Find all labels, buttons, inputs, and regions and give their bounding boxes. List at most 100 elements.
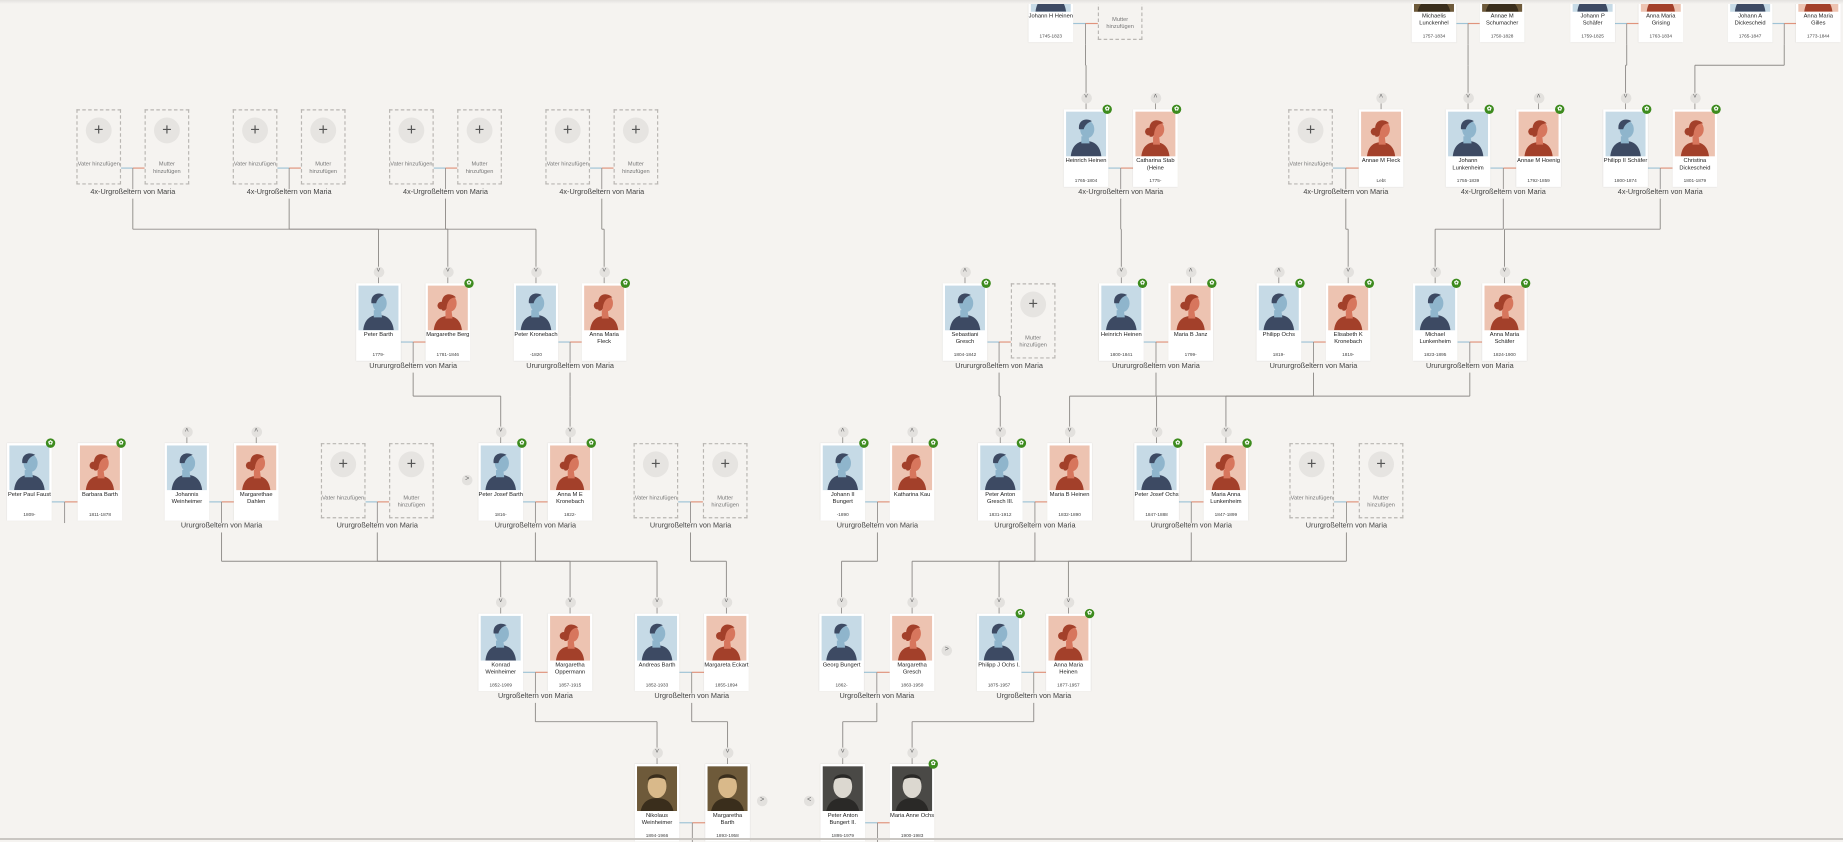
person-name[interactable]: Johann II Bungert — [830, 492, 855, 505]
female-silhouette-icon[interactable] — [584, 285, 625, 331]
add-mother-button[interactable]: +Mutter hinzufügen — [457, 109, 502, 185]
expand-up-chevron-icon[interactable]: ˄ — [959, 266, 971, 278]
female-silhouette-icon[interactable] — [236, 445, 277, 491]
collapse-chevron-down-icon[interactable]: ˅ — [651, 597, 663, 608]
person-name[interactable]: Peter Barth — [363, 332, 394, 339]
person-name[interactable]: Philipp II Schäfer — [1603, 158, 1648, 165]
expand-up-chevron-icon[interactable]: ˄ — [837, 426, 849, 438]
add-mother-button[interactable]: +Mutter hinzufügen — [702, 443, 748, 519]
person-name[interactable]: Anna M E Kronebach — [556, 492, 584, 505]
person-name[interactable]: Margaretha Gresch — [897, 662, 927, 676]
plus-icon[interactable]: + — [330, 451, 357, 478]
person-name[interactable]: Peter Kronebach — [514, 332, 558, 339]
female-silhouette-icon[interactable] — [1170, 285, 1211, 331]
collapse-chevron-down-icon[interactable]: ˅ — [1429, 266, 1441, 278]
plus-icon[interactable]: + — [642, 451, 669, 478]
hint-leaf-icon[interactable]: ✿ — [620, 278, 631, 288]
person-name[interactable]: Heinrich Heinen — [1100, 332, 1142, 339]
male-silhouette-icon[interactable] — [1101, 285, 1142, 331]
female-silhouette-icon[interactable] — [706, 615, 747, 661]
hint-leaf-icon[interactable]: ✿ — [1084, 608, 1095, 619]
female-silhouette-icon[interactable] — [1484, 285, 1525, 331]
hint-leaf-icon[interactable]: ✿ — [928, 438, 938, 448]
collapse-chevron-down-icon[interactable]: ˅ — [495, 597, 507, 608]
female-silhouette-icon[interactable] — [1674, 111, 1715, 157]
male-silhouette-icon[interactable] — [480, 615, 521, 661]
collapse-chevron-down-icon[interactable]: ˅ — [1080, 92, 1092, 104]
add-mother-button[interactable]: +Mutter hinzufügen — [300, 109, 346, 185]
hint-leaf-icon[interactable]: ✿ — [1016, 438, 1027, 448]
add-father-button[interactable]: +Vater hinzufügen — [389, 109, 434, 185]
female-silhouette-icon[interactable] — [1518, 111, 1559, 157]
person-name[interactable]: Anna Maria Gilles — [1803, 14, 1834, 27]
plus-icon[interactable]: + — [1298, 451, 1325, 478]
person-name[interactable]: Johann P Schäfer — [1580, 14, 1605, 27]
hint-leaf-icon[interactable]: ✿ — [1173, 438, 1183, 448]
person-name[interactable]: Anna Maria Fleck — [589, 332, 619, 346]
expand-up-chevron-icon[interactable]: ˄ — [906, 426, 918, 438]
add-father-button[interactable]: +Vater hinzufügen — [545, 109, 591, 185]
plus-icon[interactable]: + — [554, 117, 581, 144]
collapse-chevron-down-icon[interactable]: ˅ — [1064, 426, 1075, 438]
person-card[interactable]: Peter Anton Gresch III.1831-1912 — [977, 443, 1023, 521]
hint-leaf-icon[interactable]: ✿ — [1207, 278, 1217, 288]
add-father-button[interactable]: +Vater hinzufügen — [633, 443, 679, 519]
add-mother-button[interactable]: +Mutter hinzufügen — [144, 109, 190, 185]
person-name[interactable]: Anna Maria Heinen — [1053, 662, 1084, 676]
female-silhouette-icon[interactable] — [1049, 445, 1090, 491]
collapse-chevron-down-icon[interactable]: ˅ — [442, 266, 454, 278]
collapse-chevron-down-icon[interactable]: ˅ — [1689, 92, 1701, 104]
person-name[interactable]: Heinrich Heinen — [1065, 158, 1107, 165]
person-name[interactable]: Annae M Hoenig — [1517, 158, 1560, 165]
male-silhouette-icon[interactable] — [1258, 285, 1299, 331]
plus-icon[interactable]: + — [153, 117, 180, 144]
person-name[interactable]: Peter Anton Gresch III. — [985, 492, 1016, 505]
person-name[interactable]: Elisabeth K Kronebach — [1333, 332, 1363, 346]
expand-up-chevron-icon[interactable]: ˄ — [1150, 92, 1161, 104]
collapse-chevron-down-icon[interactable]: ˅ — [1620, 92, 1631, 104]
hint-leaf-icon[interactable]: ✿ — [1295, 278, 1305, 288]
female-silhouette-icon[interactable] — [1048, 615, 1089, 661]
person-name[interactable]: Anna Maria Schäfer — [1489, 332, 1520, 346]
female-silhouette-icon[interactable] — [79, 445, 120, 491]
person-name[interactable]: Peter Josef Barth — [478, 492, 523, 499]
plus-icon[interactable]: + — [466, 117, 493, 144]
male-silhouette-icon[interactable] — [945, 285, 985, 331]
person-name[interactable]: Philipp J Ochs I. — [978, 662, 1020, 669]
hint-leaf-icon[interactable]: ✿ — [1451, 278, 1461, 288]
collapse-chevron-down-icon[interactable]: ˅ — [722, 747, 733, 759]
person-card[interactable]: Katharina Kau — [889, 443, 935, 521]
plus-icon[interactable]: + — [1020, 291, 1047, 318]
female-silhouette-icon[interactable] — [1361, 111, 1402, 157]
person-name[interactable]: Peter Anton Bungert II. — [827, 813, 858, 826]
collapse-chevron-down-icon[interactable]: ˅ — [836, 597, 847, 608]
hint-leaf-icon[interactable]: ✿ — [1520, 278, 1531, 288]
male-silhouette-icon[interactable] — [980, 445, 1021, 491]
person-name[interactable]: Catharina Stab (Heine — [1136, 158, 1175, 172]
add-father-button[interactable]: +Vater hinzufügen — [76, 109, 122, 185]
male-silhouette-icon[interactable] — [979, 615, 1020, 661]
person-name[interactable]: Johann Lunkenheim — [1452, 158, 1484, 172]
hint-leaf-icon[interactable]: ✿ — [1642, 104, 1652, 115]
collapse-chevron-down-icon[interactable]: ˅ — [564, 597, 576, 608]
collapse-chevron-down-icon[interactable]: ˅ — [598, 266, 610, 278]
person-name[interactable]: Maria Anne Ochs — [890, 813, 935, 820]
hint-leaf-icon[interactable]: ✿ — [1102, 104, 1112, 115]
